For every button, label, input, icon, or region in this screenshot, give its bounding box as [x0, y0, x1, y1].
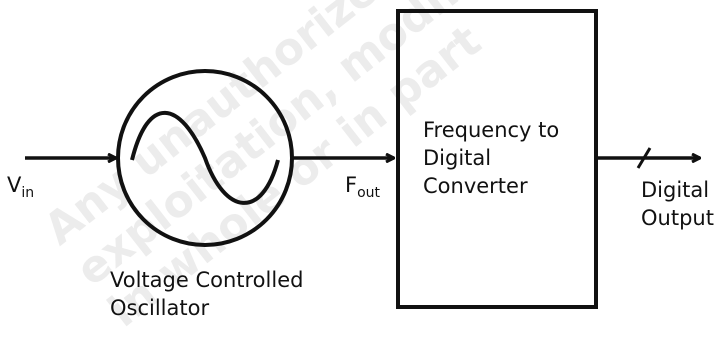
output-label-line-1: Digital [641, 178, 710, 202]
vco-label-line-2: Oscillator [110, 296, 210, 320]
converter-block [396, 9, 598, 309]
input-label-main: V [7, 173, 22, 197]
sine-wave-icon [130, 111, 280, 205]
fout-label: Fout [345, 171, 380, 202]
fout-label-sub: out [357, 185, 381, 201]
output-label-line-2: Output [641, 206, 714, 230]
output-label: Digital Output [641, 176, 714, 232]
block-diagram [25, 9, 722, 309]
converter-label-line-3: Converter [423, 174, 528, 198]
bus-slash [636, 147, 652, 169]
vco-circle [116, 69, 294, 247]
input-label-sub: in [21, 185, 35, 201]
fout-label-main: F [345, 173, 358, 197]
converter-label-line-1: Frequency to [423, 118, 560, 142]
input-label: Vin [7, 171, 34, 202]
converter-label: Frequency to Digital Converter [423, 116, 559, 200]
vco-label-line-1: Voltage Controlled [110, 268, 304, 292]
converter-label-line-2: Digital [423, 146, 492, 170]
vco-label: Voltage Controlled Oscillator [110, 266, 303, 322]
